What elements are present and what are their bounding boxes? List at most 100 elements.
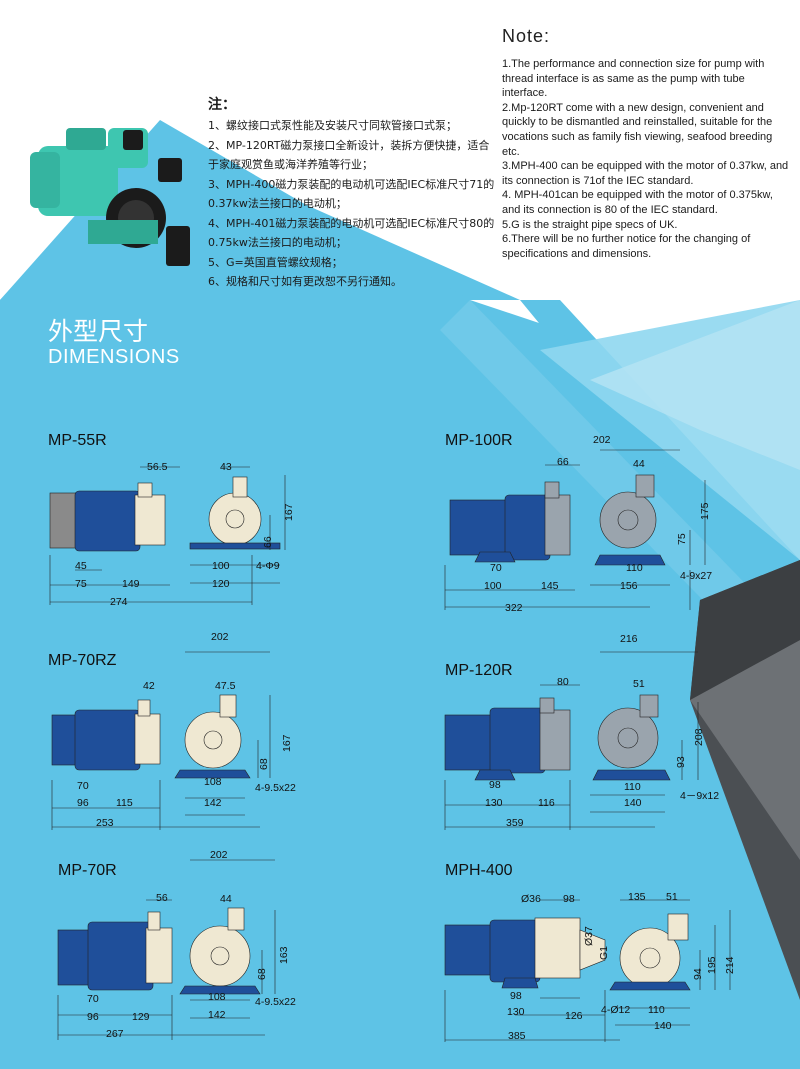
note-item: 6.There will be no further notice for th… xyxy=(502,233,751,260)
dim-label: G1 xyxy=(598,945,610,960)
note-item: 1.The performance and connection size fo… xyxy=(502,58,765,100)
dim-label: 94 xyxy=(692,968,704,980)
drawing-mp-55r xyxy=(49,466,286,605)
dim-label: 216 xyxy=(620,633,638,645)
dim-label: 100 xyxy=(484,580,502,592)
dim-label: 75 xyxy=(676,533,688,545)
pump-photo xyxy=(30,128,190,266)
note-item: 2.Mp-120RT come with a new design, conve… xyxy=(502,101,773,158)
dim-label: 130 xyxy=(507,1006,525,1018)
dim-label: 42 xyxy=(143,680,155,692)
dim-label: 110 xyxy=(624,781,641,793)
dim-label: 4－9x12 xyxy=(680,790,720,802)
dim-label: 253 xyxy=(96,817,114,829)
dim-label: 80 xyxy=(557,676,569,688)
dim-label: 149 xyxy=(122,578,140,590)
note-list: 1.The performance and connection size fo… xyxy=(502,57,792,261)
dim-label: 4-Ø12 xyxy=(601,1004,631,1016)
dim-label: 202 xyxy=(210,849,228,861)
dim-label: 156 xyxy=(620,580,638,592)
model-title-mp-70r: MP-70R xyxy=(58,862,117,879)
dim-label: 167 xyxy=(283,503,295,521)
dim-label: 108 xyxy=(208,991,226,1003)
dim-label: 110 xyxy=(626,562,643,574)
drawing-mp-120r xyxy=(444,651,699,830)
dim-label: 98 xyxy=(510,990,522,1002)
dim-label: 68 xyxy=(258,758,270,770)
zhu-item: 6、规格和尺寸如有更改恕不另行通知。 xyxy=(208,275,402,288)
dim-label: 116 xyxy=(538,797,555,809)
dim-label: 126 xyxy=(565,1010,583,1022)
dim-label: 108 xyxy=(204,776,222,788)
dim-label: 96 xyxy=(77,797,89,809)
dim-label: 96 xyxy=(87,1011,99,1023)
zhu-item: 5、G=英国直管螺纹规格； xyxy=(208,255,343,269)
dim-label: 56 xyxy=(156,892,168,904)
zhu-item: 1、螺纹接口式泵性能及安装尺寸同软管接口式泵； xyxy=(208,119,457,132)
dim-label: 4-9.5x22 xyxy=(255,782,296,794)
dim-label: 135 xyxy=(628,891,646,903)
dim-label: Ø36 xyxy=(521,893,541,905)
model-title-mp-70rz: MP-70RZ xyxy=(48,652,117,669)
dim-label: 98 xyxy=(489,779,501,791)
dim-label: 66 xyxy=(557,456,569,468)
dimensions-heading-cn: 外型尺寸 xyxy=(48,317,149,346)
dim-label: 68 xyxy=(256,968,268,980)
dim-label: 100 xyxy=(212,560,230,572)
dimensions-heading-en: DIMENSIONS xyxy=(48,346,180,368)
dim-label: 120 xyxy=(212,578,230,590)
model-title-mp-120r: MP-120R xyxy=(445,662,513,679)
model-title-mp-55r: MP-55R xyxy=(48,432,107,449)
dim-label: 140 xyxy=(624,797,642,809)
dim-label: 359 xyxy=(506,817,524,829)
dim-label: 140 xyxy=(654,1020,672,1032)
dim-label: 115 xyxy=(116,797,133,809)
drawing-mp-70r xyxy=(57,859,276,1040)
dim-label: 98 xyxy=(563,893,575,905)
dim-label: 4-9.5x22 xyxy=(255,996,296,1008)
dim-label: 47.5 xyxy=(215,680,236,692)
dim-label: 129 xyxy=(132,1011,150,1023)
dim-label: 214 xyxy=(724,956,736,974)
zhu-title: 注： xyxy=(208,96,236,112)
model-title-mp-100r: MP-100R xyxy=(445,432,513,449)
dim-label: 4-9x27 xyxy=(680,570,713,582)
dim-label: 51 xyxy=(633,678,645,690)
dim-label: 202 xyxy=(211,631,229,643)
dim-label: 66 xyxy=(262,536,274,548)
dim-label: 175 xyxy=(699,502,711,520)
dim-label: 167 xyxy=(281,734,293,752)
note-item: 5.G is the straight pipe specs of UK. xyxy=(502,218,678,231)
dim-label: 385 xyxy=(508,1030,526,1042)
note-title: Note: xyxy=(502,26,551,46)
dim-label: 202 xyxy=(593,434,611,446)
dim-label: 110 xyxy=(648,1004,665,1016)
drawing-mp-70rz xyxy=(51,651,271,830)
dim-label: 208 xyxy=(693,728,705,746)
dim-label: 70 xyxy=(87,993,99,1005)
dim-label: 45 xyxy=(75,560,87,572)
dim-label: 274 xyxy=(110,596,128,608)
zhu-item: 4、MPH-401磁力泵装配的电动机可选配IEC标准尺寸80的0.75kw法兰接… xyxy=(208,216,495,250)
note-item: 3.MPH-400 can be equipped with the motor… xyxy=(502,160,789,187)
dim-label: 145 xyxy=(541,580,559,592)
dim-label: 70 xyxy=(490,562,502,574)
note-item: 4. MPH-401can be equipped with the motor… xyxy=(502,189,773,216)
dim-label: 56.5 xyxy=(147,461,168,473)
drawing-mp-100r xyxy=(444,449,706,610)
dim-label: 93 xyxy=(675,756,687,768)
dim-label: 142 xyxy=(204,797,222,809)
zhu-item: 3、MPH-400磁力泵装配的电动机可选配IEC标准尺寸71的0.37kw法兰接… xyxy=(208,177,495,211)
dim-label: 75 xyxy=(75,578,87,590)
dim-label: 44 xyxy=(220,893,232,905)
dim-label: 70 xyxy=(77,780,89,792)
drawing-mph-400 xyxy=(444,899,731,1042)
dim-label: Ø37 xyxy=(583,926,595,946)
dim-label: 142 xyxy=(208,1009,226,1021)
dim-label: 267 xyxy=(106,1028,124,1040)
zhu-list: 1、螺纹接口式泵性能及安装尺寸同软管接口式泵； 2、MP-120RT磁力泵接口全… xyxy=(208,116,500,292)
dim-label: 130 xyxy=(485,797,503,809)
dim-label: 195 xyxy=(706,956,718,974)
zhu-item: 2、MP-120RT磁力泵接口全新设计，装拆方便快捷，适合于家庭观赏鱼或海洋养殖… xyxy=(208,138,490,172)
